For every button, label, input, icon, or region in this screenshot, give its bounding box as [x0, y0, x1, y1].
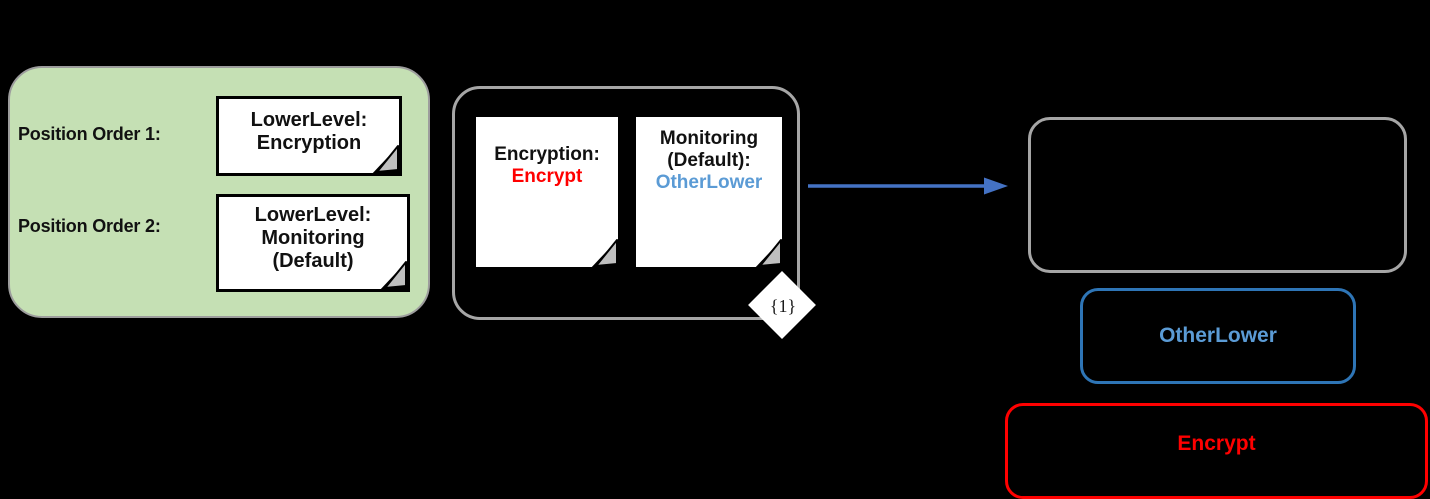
note-value: Encrypt	[511, 166, 583, 188]
position-order-1-label: Position Order 1:	[18, 124, 161, 144]
note-text: Encryption: Encrypt	[473, 144, 621, 188]
page-fold-icon	[370, 142, 402, 176]
note-monitoring-default-otherlower[interactable]: Monitoring (Default): OtherLower	[633, 114, 785, 270]
note-key: Encryption:	[494, 144, 600, 165]
note-body	[473, 114, 621, 270]
encrypt-label: Encrypt	[1177, 432, 1256, 455]
note-line-1: LowerLevel:	[254, 204, 372, 226]
note-key-line-2: (Default):	[667, 150, 751, 172]
note-body	[633, 114, 785, 270]
note-line-1: LowerLevel:	[250, 109, 368, 131]
note-key-line-1: Monitoring	[659, 128, 759, 149]
otherlower-box[interactable]: OtherLower	[1080, 288, 1356, 384]
otherlower-label: OtherLower	[1159, 324, 1277, 347]
note-body	[216, 96, 402, 176]
note-text: Monitoring (Default): OtherLower	[633, 128, 785, 194]
empty-result-box[interactable]	[1028, 117, 1407, 273]
note-text: LowerLevel: Monitoring (Default)	[216, 204, 410, 274]
multiplicity-label: {1}	[769, 295, 797, 316]
note-line-2: Monitoring	[261, 227, 365, 250]
note-line-2: Encryption	[256, 132, 362, 155]
note-body	[216, 194, 410, 292]
diagram-canvas: Position Order 1: Position Order 2: Lowe…	[8, 66, 1428, 499]
encrypt-box[interactable]: Encrypt	[1005, 403, 1428, 499]
note-lowerlevel-encryption[interactable]: LowerLevel: Encryption	[216, 96, 402, 176]
note-line-3: (Default)	[272, 250, 354, 273]
note-text: LowerLevel: Encryption	[216, 109, 402, 155]
flow-arrow-icon	[808, 177, 1008, 195]
page-fold-icon	[378, 258, 410, 292]
page-fold-icon	[589, 236, 621, 270]
multiplicity-diamond: {1}	[748, 271, 817, 340]
position-order-2-label: Position Order 2:	[18, 216, 161, 236]
note-encryption-encrypt[interactable]: Encryption: Encrypt	[473, 114, 621, 270]
note-lowerlevel-monitoring-default[interactable]: LowerLevel: Monitoring (Default)	[216, 194, 410, 292]
note-value: OtherLower	[655, 172, 763, 194]
page-fold-icon	[753, 236, 785, 270]
